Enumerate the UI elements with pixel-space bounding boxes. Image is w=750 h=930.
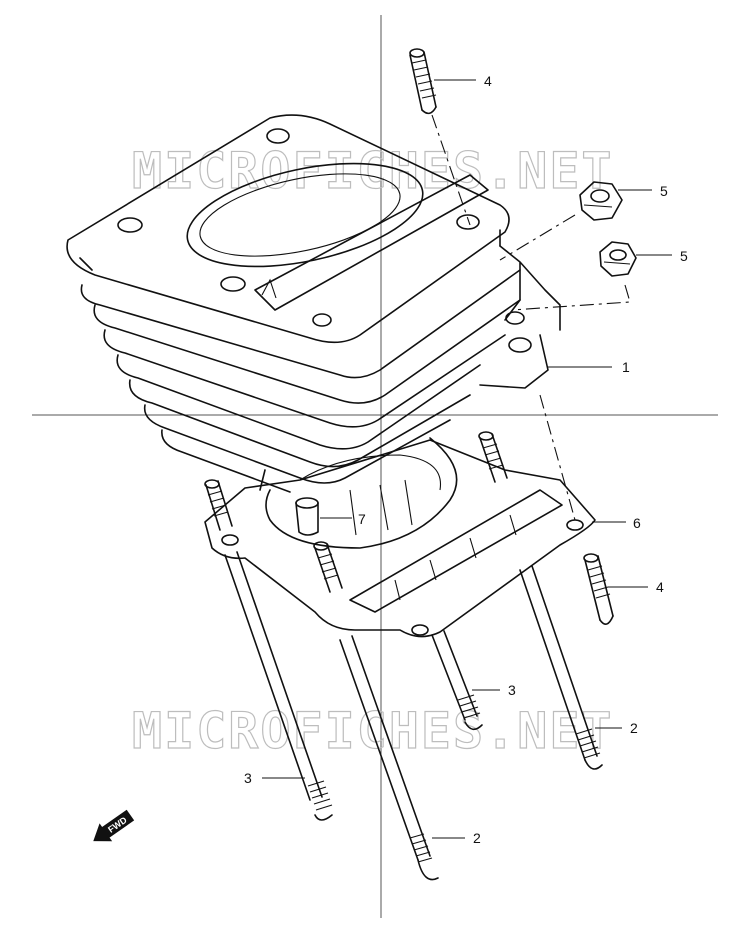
svg-text:3: 3 bbox=[244, 770, 252, 786]
svg-text:5: 5 bbox=[660, 183, 668, 199]
svg-text:2: 2 bbox=[630, 720, 638, 736]
callout-3-mid: 3 bbox=[472, 682, 516, 698]
callout-6: 6 bbox=[592, 515, 641, 531]
nut-upper bbox=[579, 181, 623, 221]
callout-3-left: 3 bbox=[244, 770, 305, 786]
callout-5-upper: 5 bbox=[618, 183, 668, 199]
callout-4-top: 4 bbox=[434, 73, 492, 89]
short-stud-left bbox=[204, 479, 333, 821]
svg-text:2: 2 bbox=[473, 830, 481, 846]
svg-text:7: 7 bbox=[358, 511, 366, 527]
svg-text:3: 3 bbox=[508, 682, 516, 698]
stud-top bbox=[409, 48, 437, 115]
forward-arrow-icon: FWD bbox=[93, 809, 135, 842]
cylinder-block bbox=[66, 114, 561, 549]
assembly-line-top bbox=[431, 114, 471, 226]
long-stud-bottom bbox=[339, 635, 439, 881]
svg-text:1: 1 bbox=[622, 359, 630, 375]
svg-text:6: 6 bbox=[633, 515, 641, 531]
svg-text:4: 4 bbox=[656, 579, 664, 595]
assembly-line-nut-upper bbox=[499, 214, 576, 261]
callout-4-right: 4 bbox=[608, 579, 664, 595]
callout-7: 7 bbox=[320, 511, 366, 527]
svg-text:5: 5 bbox=[680, 248, 688, 264]
assembly-line-gasket bbox=[539, 394, 576, 521]
nut-lower bbox=[599, 241, 637, 277]
watermark-top: MICROFICHES.NET bbox=[132, 142, 614, 200]
dowel-pin bbox=[295, 497, 319, 536]
svg-text:4: 4 bbox=[484, 73, 492, 89]
callout-2-bottom: 2 bbox=[432, 830, 481, 846]
stud-right bbox=[583, 553, 614, 625]
callout-2-right: 2 bbox=[595, 720, 638, 736]
callout-1: 1 bbox=[548, 359, 630, 375]
base-gasket bbox=[204, 439, 596, 638]
assembly-line-nut-lower bbox=[511, 284, 631, 311]
long-stud-right bbox=[519, 565, 603, 770]
short-stud-mid bbox=[313, 431, 508, 731]
callout-5-lower: 5 bbox=[636, 248, 688, 264]
